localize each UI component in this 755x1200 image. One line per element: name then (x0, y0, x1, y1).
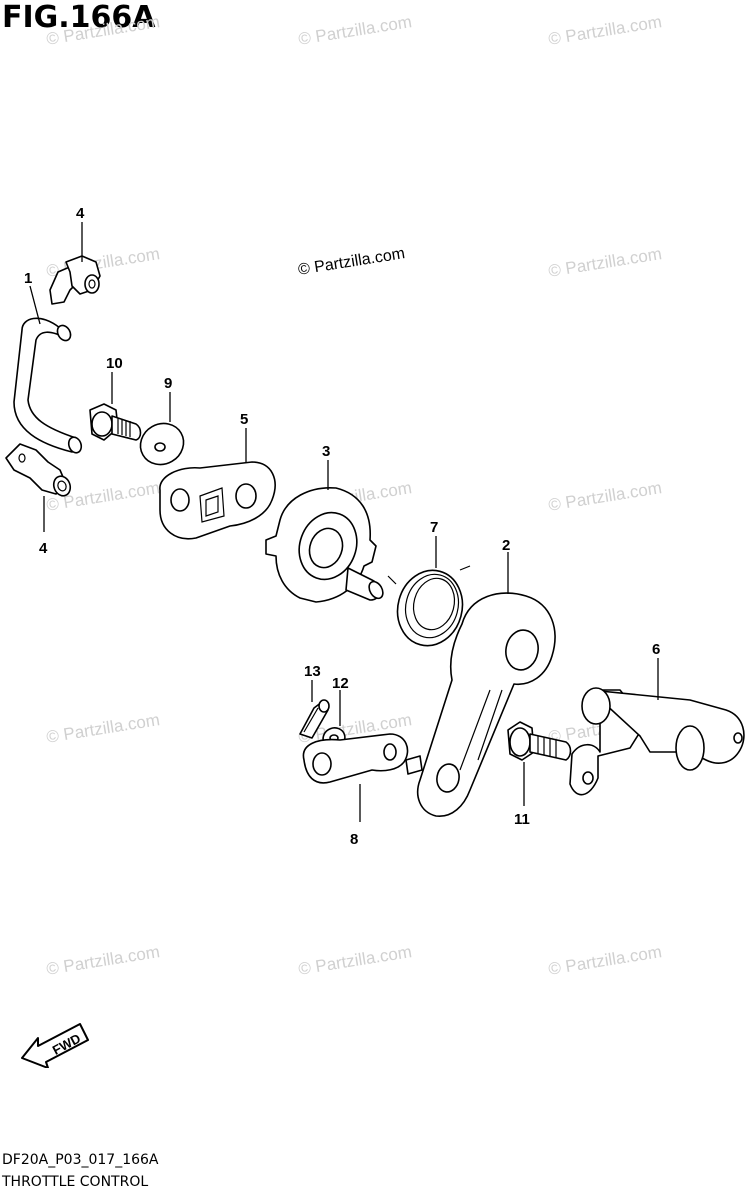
callout-4-top: 4 (76, 205, 85, 222)
part-11-link (302, 733, 409, 784)
diagram-code: DF20A_P03_017_166A (2, 1152, 159, 1168)
fwd-label: FWD (50, 1031, 83, 1058)
callout-4-bottom: 4 (39, 540, 48, 557)
callout-8: 9 (164, 375, 172, 392)
callout-7: 7 (430, 519, 438, 536)
part-5-plate (159, 461, 276, 540)
part-10-bolt (507, 721, 572, 761)
part-7-spring (387, 565, 471, 647)
leader-line (29, 285, 41, 325)
part-1-hose (13, 317, 83, 454)
callout-1: 1 (24, 270, 32, 287)
callout-3: 3 (322, 443, 330, 460)
part-2-throttle-arm (405, 592, 556, 817)
callout-9: 10 (106, 355, 123, 372)
callout-5: 5 (240, 411, 248, 428)
part-4-clip-top (49, 255, 101, 305)
forward-arrow-icon: FWD (21, 1023, 89, 1068)
part-13-pin (299, 699, 330, 739)
callout-13: 13 (304, 663, 321, 680)
part-8-washer (139, 422, 185, 466)
diagram-caption: THROTTLE CONTROL (2, 1174, 149, 1190)
part-4-clip-bottom (5, 443, 72, 497)
part-3-cam (265, 487, 384, 603)
callout-11: 8 (350, 831, 358, 848)
figure-title: FIG.166A (2, 0, 156, 35)
callout-2: 2 (502, 537, 510, 554)
part-9-bolt (89, 403, 142, 441)
callout-12: 12 (332, 675, 349, 692)
callout-6: 6 (652, 641, 660, 658)
part-6-bracket (569, 687, 745, 796)
callout-10: 11 (514, 811, 530, 828)
